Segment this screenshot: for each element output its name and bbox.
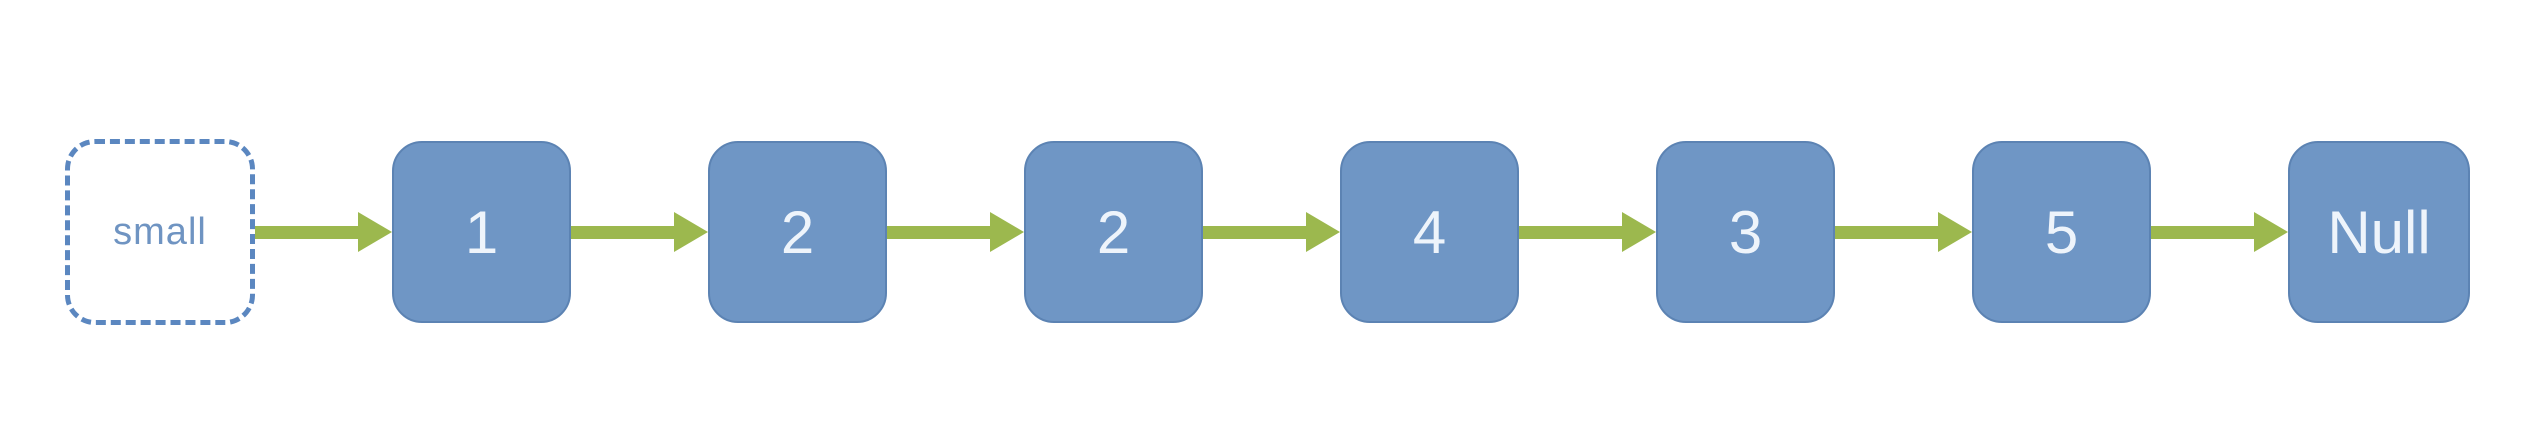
list-node: 5 <box>1972 141 2151 323</box>
arrow-shaft <box>255 225 358 239</box>
head-pointer-label: small <box>113 210 207 253</box>
node-value: 4 <box>1412 198 1447 266</box>
arrow-shaft <box>1519 225 1622 239</box>
arrow-connector <box>255 139 392 325</box>
null-node: Null <box>2288 141 2470 323</box>
arrow-shaft <box>1203 225 1306 239</box>
arrow-head-icon <box>1622 212 1656 252</box>
list-node: 2 <box>708 141 887 323</box>
arrow-head-icon <box>990 212 1024 252</box>
arrow-shaft <box>887 225 990 239</box>
node-value: 2 <box>780 198 815 266</box>
arrow-shaft <box>2151 225 2254 239</box>
node-value: 5 <box>2044 198 2079 266</box>
arrow-connector <box>887 139 1024 325</box>
list-node: 4 <box>1340 141 1519 323</box>
arrow-shaft <box>1835 225 1938 239</box>
arrow-head-icon <box>674 212 708 252</box>
node-value: Null <box>2327 198 2431 266</box>
node-value: 3 <box>1728 198 1763 266</box>
node-value: 2 <box>1096 198 1131 266</box>
list-node: 3 <box>1656 141 1835 323</box>
arrow-connector <box>1519 139 1656 325</box>
arrow-connector <box>571 139 708 325</box>
arrow-connector <box>1203 139 1340 325</box>
list-node: 2 <box>1024 141 1203 323</box>
arrow-connector <box>1835 139 1972 325</box>
arrow-shaft <box>571 225 674 239</box>
arrow-head-icon <box>2254 212 2288 252</box>
head-pointer-box: small <box>65 139 255 325</box>
arrow-connector <box>2151 139 2288 325</box>
list-node: 1 <box>392 141 571 323</box>
arrow-head-icon <box>358 212 392 252</box>
arrow-head-icon <box>1938 212 1972 252</box>
diagram-row: small 1 2 2 4 3 5 <box>65 139 2470 325</box>
arrow-head-icon <box>1306 212 1340 252</box>
node-value: 1 <box>464 198 499 266</box>
